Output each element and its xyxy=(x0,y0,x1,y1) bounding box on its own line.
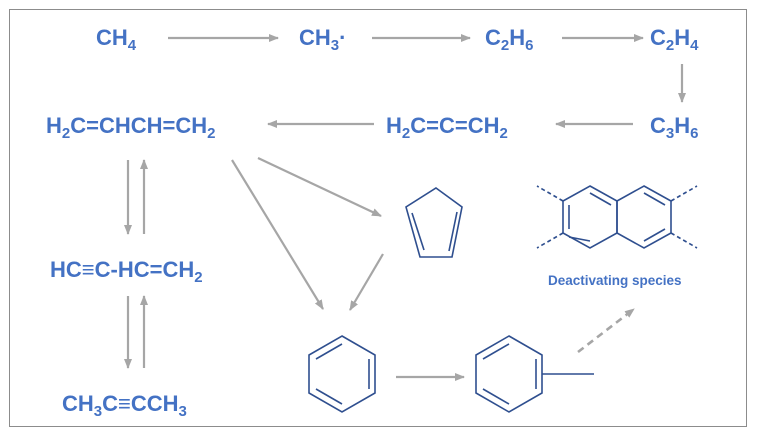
allene-h: H xyxy=(386,113,402,138)
butyne-ch: CH xyxy=(62,391,94,416)
species-ch3-radical: CH3· xyxy=(299,25,347,54)
ch4-element-c-h: CH xyxy=(96,25,128,50)
species-butyne: CH3C≡CCH3 xyxy=(62,391,187,420)
arrow-butadiene-to-cyclopentadiene xyxy=(257,157,382,217)
c3h6-c: C xyxy=(650,113,666,138)
vinylacetylene-sub: 2 xyxy=(194,269,203,286)
ch3-subscript: 3 xyxy=(330,37,340,54)
species-c2h6: C2H6 xyxy=(485,25,533,54)
species-vinylacetylene: HC≡C-HC=CH2 xyxy=(50,257,203,286)
butadiene-sub-2: 2 xyxy=(207,125,216,142)
butyne-sub-1: 3 xyxy=(93,403,103,420)
butyne-sub-2: 3 xyxy=(178,403,187,420)
allene-mid: C=C=CH xyxy=(410,113,500,138)
species-allene: H2C=C=CH2 xyxy=(386,113,508,142)
vinylacetylene-main: HC≡C-HC=CH xyxy=(50,257,195,282)
benzene-structure xyxy=(308,335,376,413)
diagram-frame xyxy=(9,9,747,427)
deactivating-species-label: Deactivating species xyxy=(548,273,682,288)
c3h6-sub-h: 6 xyxy=(690,125,699,142)
cyclopentadiene-structure xyxy=(405,187,463,258)
species-ch4: CH4 xyxy=(96,25,136,54)
species-c2h4: C2H4 xyxy=(650,25,698,54)
butadiene-mid: C=CHCH=CH xyxy=(70,113,208,138)
radical-dot: · xyxy=(339,25,347,50)
allene-sub-2: 2 xyxy=(499,125,508,142)
c2h6-c: C xyxy=(485,25,501,50)
butadiene-h: H xyxy=(46,113,62,138)
naphthalene-structure xyxy=(536,185,698,249)
ch3-element: CH xyxy=(299,25,331,50)
allene-sub-1: 2 xyxy=(401,125,411,142)
species-c3h6: C3H6 xyxy=(650,113,698,142)
c2h6-sub-c: 2 xyxy=(500,37,510,54)
c2h6-h: H xyxy=(509,25,526,50)
c2h4-c: C xyxy=(650,25,666,50)
species-butadiene: H2C=CHCH=CH2 xyxy=(46,113,216,142)
arrow-cyclopentadiene-to-benzene xyxy=(349,253,384,311)
arrow-butadiene-to-benzene xyxy=(231,159,324,310)
ch4-subscript: 4 xyxy=(127,37,137,54)
butyne-mid: C≡CCH xyxy=(102,391,179,416)
reaction-arrows xyxy=(124,34,686,381)
arrow-toluene-to-deactivating xyxy=(577,307,635,354)
c2h6-sub-h: 6 xyxy=(525,37,534,54)
c3h6-h: H xyxy=(674,113,691,138)
c3h6-sub-c: 3 xyxy=(665,125,675,142)
c2h4-h: H xyxy=(674,25,691,50)
butadiene-sub-1: 2 xyxy=(61,125,71,142)
c2h4-sub-h: 4 xyxy=(690,37,699,54)
toluene-structure xyxy=(475,335,594,413)
c2h4-sub-c: 2 xyxy=(665,37,675,54)
